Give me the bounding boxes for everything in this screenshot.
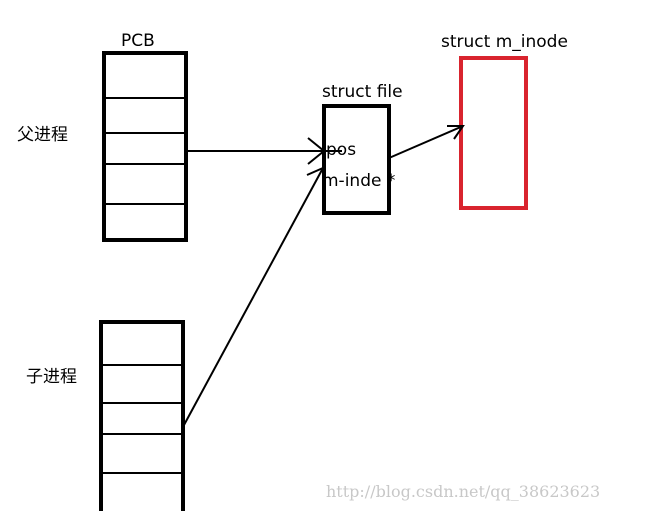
struct-file-field-inode: m-inde * — [322, 171, 395, 191]
watermark-text: http://blog.csdn.net/qq_38623623 — [326, 482, 600, 501]
pcb-title: PCB — [121, 31, 155, 51]
struct-file-box — [322, 104, 391, 215]
arrow-file-to-inode — [388, 125, 465, 159]
struct-inode-title: struct m_inode — [441, 32, 568, 52]
struct-inode-box — [459, 56, 528, 210]
arrow-parent-to-file — [186, 137, 342, 165]
child-process-label: 子进程 — [26, 367, 77, 387]
struct-file-field-pos: pos — [326, 140, 356, 160]
child-pcb-block — [99, 320, 185, 511]
arrow-child-to-file — [183, 166, 325, 426]
parent-process-label: 父进程 — [17, 125, 68, 145]
struct-file-title: struct file — [322, 82, 403, 102]
parent-pcb-block — [102, 51, 188, 242]
